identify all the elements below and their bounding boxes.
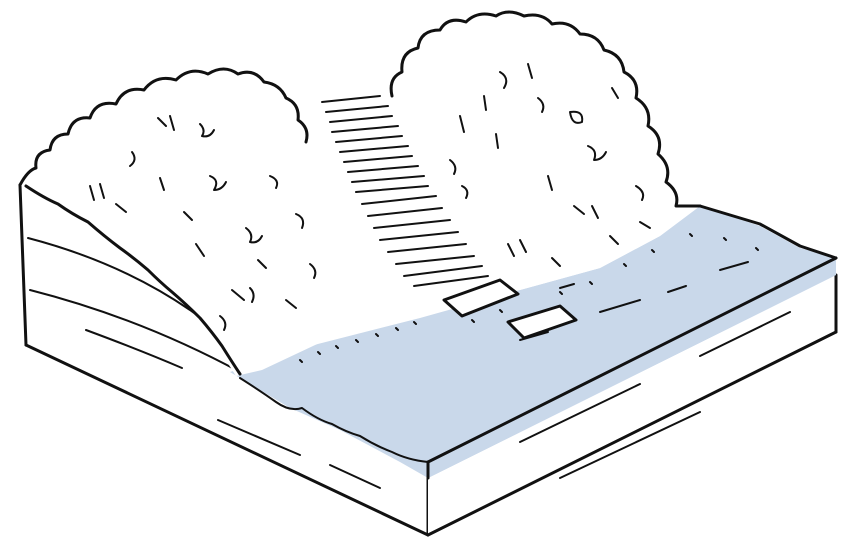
hillside-pond-illustration	[0, 0, 846, 540]
